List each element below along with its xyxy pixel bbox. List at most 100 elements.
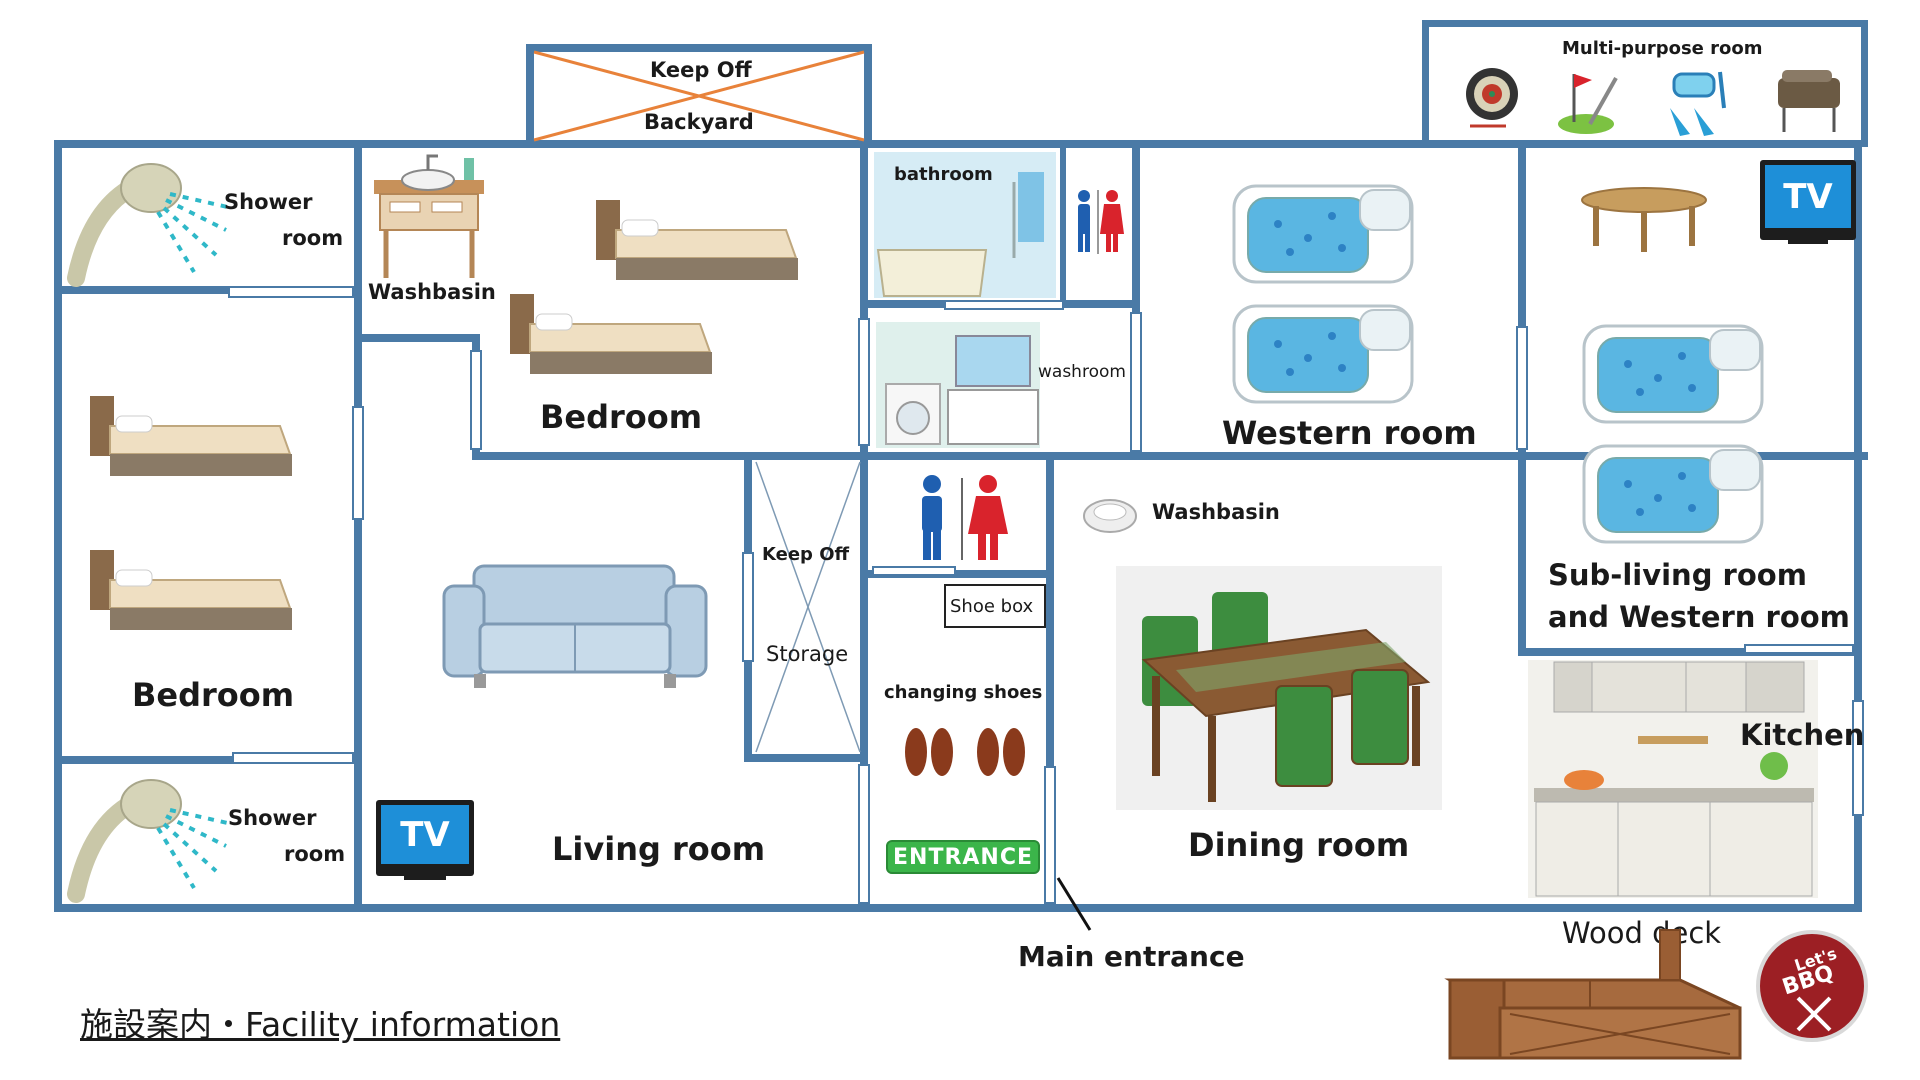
outer-wall-left [54, 140, 62, 912]
shower-head-icon [67, 163, 233, 287]
bathtub-icon [876, 249, 988, 297]
door-storage[interactable] [742, 552, 754, 662]
wall-toilet-left [1060, 148, 1066, 300]
storage-label: Storage [766, 642, 849, 666]
multipurpose-label: Multi-purpose room [1562, 38, 1763, 59]
bed-icon [596, 200, 798, 280]
restroom-icon [922, 475, 1008, 560]
bedroom-center-label: Bedroom [540, 398, 703, 436]
multipurpose-room [1422, 20, 1868, 147]
tv-icon: TV [376, 800, 474, 876]
sub-living-label-1: Sub-living room [1548, 558, 1807, 592]
wall-shower-top-bottom [54, 286, 362, 294]
shoe-box-label: Shoe box [950, 596, 1034, 617]
wall-entrance-right [1046, 460, 1054, 912]
snorkel-icon [1670, 71, 1726, 136]
wall-washroom-right [1132, 148, 1140, 456]
shower-head-icon [67, 779, 233, 903]
bed-icon [90, 550, 292, 630]
bbq-utensils-icon [1796, 996, 1832, 1032]
shoe-box [944, 584, 1046, 628]
bed-icon [510, 294, 712, 374]
bbq-badge: Let's BBQ [1756, 930, 1868, 1042]
shower-room-bottom-label-2: room [284, 842, 346, 866]
wall-bedroom-center-bottom [472, 452, 868, 460]
dartboard-icon [1466, 68, 1518, 128]
outer-wall-bottom [54, 904, 1862, 912]
washbasin-label: Washbasin [368, 280, 496, 304]
kitchen-counter-icon [1534, 661, 1814, 897]
bathroom-label: bathroom [894, 164, 993, 185]
washroom-label: washroom [1038, 362, 1126, 382]
main-entrance-label: Main entrance [1018, 940, 1245, 973]
wood-deck-label: Wood deck [1562, 916, 1722, 950]
backyard-label: Backyard [644, 110, 754, 134]
sofa-icon [442, 564, 708, 688]
door-washroom[interactable] [858, 318, 870, 446]
tv-stand [1788, 238, 1828, 244]
washing-machine-icon [885, 383, 941, 445]
shower-room-top-label-1: Shower [224, 190, 313, 214]
futon-icon [1232, 304, 1414, 404]
backyard-keep-off-cross [533, 50, 865, 142]
low-table-icon [1581, 187, 1707, 252]
dining-room-label: Dining room [1188, 826, 1410, 864]
wall-kitchen-top [1518, 648, 1862, 656]
door-main-entrance[interactable] [1044, 766, 1056, 904]
dining-table-icon [1141, 592, 1431, 802]
door-bathroom[interactable] [944, 300, 1064, 310]
vanity-unit-icon [947, 335, 1039, 445]
futon-icon [1582, 324, 1764, 424]
kitchen-label: Kitchen [1740, 718, 1865, 752]
backyard-keep-off-label: Keep Off [650, 58, 752, 82]
outer-wall-right [1854, 140, 1862, 912]
western-room-label: Western room [1222, 414, 1477, 452]
page-title: 施設案内・Facility information [80, 1005, 561, 1044]
door-shower-bottom[interactable] [232, 752, 354, 764]
main-entrance-pointer [1056, 877, 1092, 931]
wall-storage-bottom [744, 754, 868, 762]
door-bedroom-left[interactable] [352, 406, 364, 520]
wall-washroom-bottom [868, 452, 1868, 460]
washbasin-small-icon [1083, 499, 1137, 533]
entrance-sign: ENTRANCE [886, 840, 1040, 874]
wall-center-vertical [860, 140, 868, 912]
living-room-label: Living room [552, 830, 766, 868]
futon-icon [1582, 444, 1764, 544]
slippers-icon [905, 728, 1025, 776]
tv-screen: TV [381, 805, 469, 864]
door-toilet[interactable] [872, 566, 956, 576]
door-western-room[interactable] [1130, 312, 1142, 452]
shower-room-bottom-label-1: Shower [228, 806, 317, 830]
door-sub-living[interactable] [1516, 326, 1528, 450]
washbasin-dining-label: Washbasin [1152, 500, 1280, 524]
wall-toilet-bottom [868, 570, 1054, 578]
futon-icon [1232, 184, 1414, 284]
washbasin-vanity-icon [374, 154, 484, 278]
backyard-box [526, 44, 872, 140]
tv-screen: TV [1765, 165, 1851, 228]
tv-stand [404, 874, 446, 880]
door-kitchen-side[interactable] [1852, 700, 1864, 816]
storage-keep-off-cross [755, 461, 861, 753]
bath-shower-icon [1012, 172, 1044, 258]
changing-shoes-label: changing shoes [884, 682, 1043, 703]
outer-wall-top [54, 140, 1862, 148]
wall-washbasin-bottom [362, 334, 480, 342]
bed-icon [90, 396, 292, 476]
wood-deck-icon [1444, 929, 1742, 1060]
storage-keep-off-label: Keep Off [762, 544, 850, 565]
restroom-small-icon [1078, 190, 1124, 254]
door-kitchen[interactable] [1744, 644, 1854, 654]
sub-living-label-2: and Western room [1548, 600, 1850, 634]
door-entrance-living[interactable] [858, 764, 870, 904]
tv-icon: TV [1760, 160, 1856, 240]
wall-left-column [354, 140, 362, 912]
shower-room-top-label-2: room [282, 226, 344, 250]
wall-bedroom-left-bottom [54, 756, 362, 764]
bbq-grill-icon [1778, 70, 1840, 132]
door-shower-top[interactable] [228, 286, 354, 298]
bedroom-left-label: Bedroom [132, 676, 295, 714]
door-bedroom-center[interactable] [470, 350, 482, 450]
golf-icon [1558, 74, 1618, 134]
